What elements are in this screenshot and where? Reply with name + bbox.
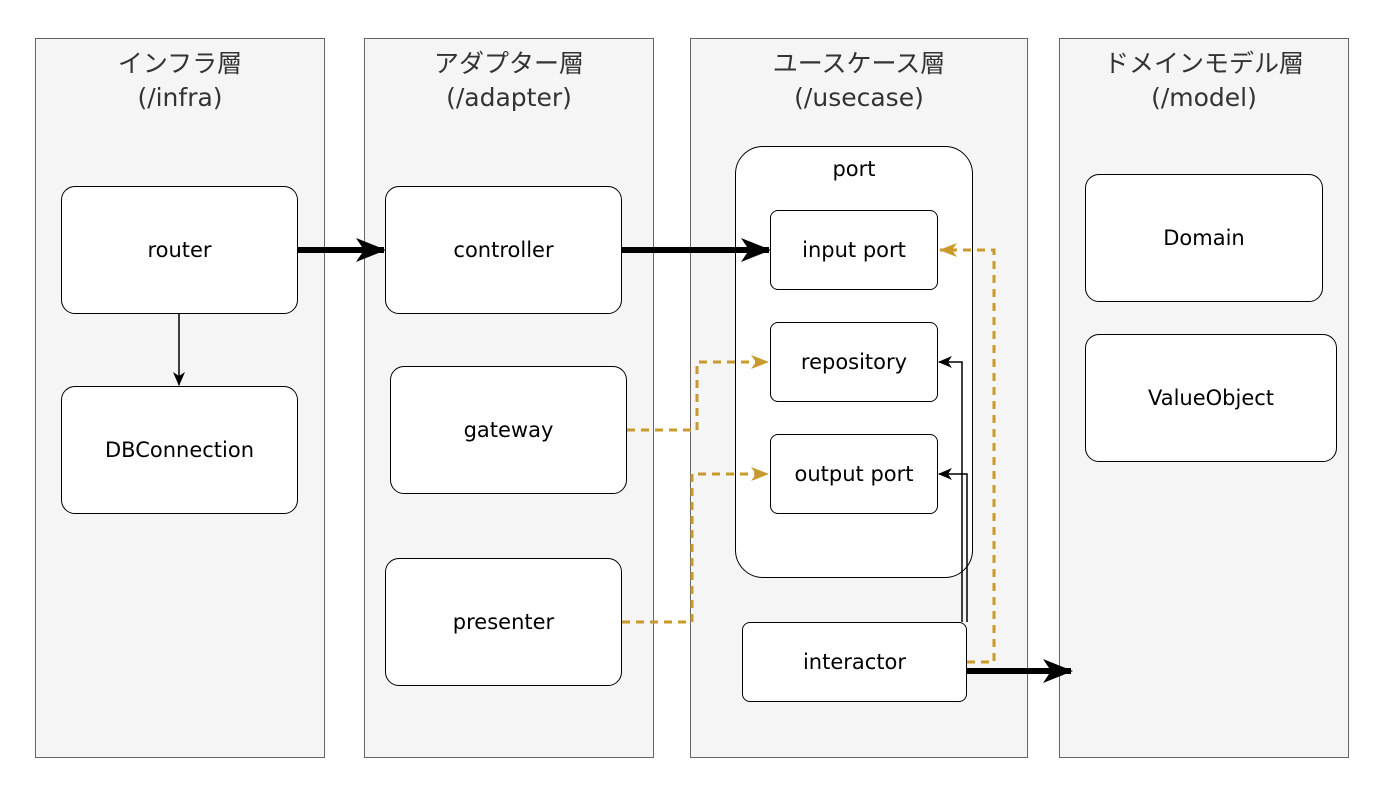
controller-node[interactable]: controller	[385, 186, 622, 314]
dbconnection-node[interactable]: DBConnection	[61, 386, 298, 514]
gateway-node[interactable]: gateway	[390, 366, 627, 494]
output-port-node[interactable]: output port	[770, 434, 938, 514]
usecase-layer-title: ユースケース層 (/usecase)	[691, 47, 1027, 115]
repository-node[interactable]: repository	[770, 322, 938, 402]
model-layer-path: (/model)	[1151, 83, 1257, 112]
domain-node[interactable]: Domain	[1085, 174, 1323, 302]
presenter-node[interactable]: presenter	[385, 558, 622, 686]
adapter-layer-path: (/adapter)	[446, 83, 572, 112]
interactor-node[interactable]: interactor	[742, 622, 967, 702]
router-node[interactable]: router	[61, 186, 298, 314]
adapter-layer-name: アダプター層	[433, 49, 584, 78]
value-object-node[interactable]: ValueObject	[1085, 334, 1337, 462]
usecase-layer-name: ユースケース層	[772, 49, 946, 78]
usecase-layer-path: (/usecase)	[794, 83, 924, 112]
infra-layer-name: インフラ層	[117, 49, 243, 78]
infra-layer-path: (/infra)	[137, 83, 223, 112]
model-layer-name: ドメインモデル層	[1103, 49, 1304, 78]
infra-layer-title: インフラ層 (/infra)	[36, 47, 324, 115]
port-group-label: port	[832, 157, 876, 181]
adapter-layer-title: アダプター層 (/adapter)	[365, 47, 653, 115]
input-port-node[interactable]: input port	[770, 210, 938, 290]
model-layer-title: ドメインモデル層 (/model)	[1060, 47, 1348, 115]
